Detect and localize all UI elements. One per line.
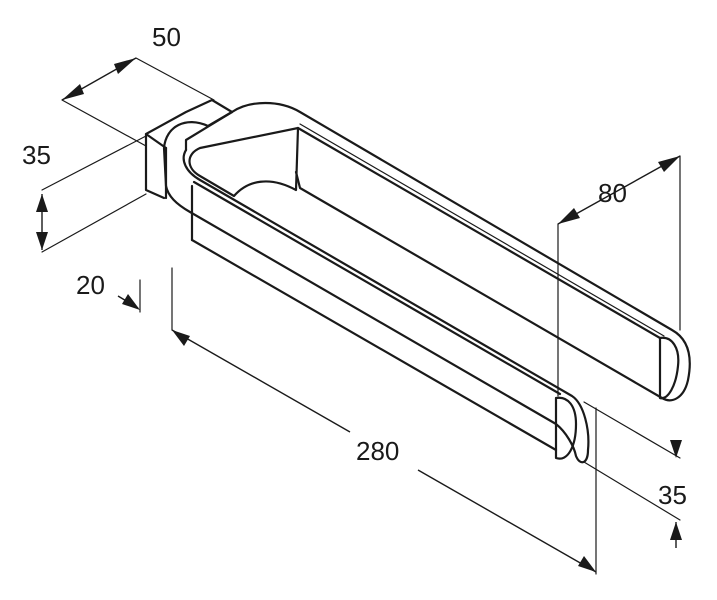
wall-mount-block bbox=[144, 98, 234, 200]
front-arm-lower-edge bbox=[190, 238, 558, 452]
dimension-height-left: 35 bbox=[22, 135, 147, 253]
dim-label-20: 20 bbox=[76, 270, 105, 300]
inner-u-opening bbox=[188, 126, 300, 198]
arrowhead-50-right bbox=[114, 58, 136, 74]
dim-label-50: 50 bbox=[152, 22, 181, 52]
back-arm-top-ridge bbox=[299, 123, 665, 337]
dim-label-80: 80 bbox=[598, 178, 627, 208]
dim-label-35-left: 35 bbox=[22, 140, 51, 170]
front-arm-end-cap bbox=[554, 396, 578, 460]
dimension-arm-spacing: 80 bbox=[557, 155, 681, 397]
back-arm-end-cap bbox=[658, 336, 680, 400]
arrowhead-280-left bbox=[172, 330, 190, 346]
dimension-height-right: 35 bbox=[583, 401, 687, 548]
towel-holder-object bbox=[144, 98, 691, 464]
dimension-width-top: 50 bbox=[61, 22, 215, 147]
back-arm-outline bbox=[230, 102, 691, 402]
arrowhead-280-right bbox=[578, 556, 596, 572]
arrowhead-35-bottom bbox=[36, 232, 48, 250]
arrowhead-35-right-bottom bbox=[670, 522, 682, 540]
front-arm-top-edge bbox=[192, 180, 562, 396]
arrowhead-80-right bbox=[658, 156, 680, 172]
arrowhead-35-right-top bbox=[670, 440, 682, 458]
arrowhead-35-top bbox=[36, 194, 48, 212]
dim-label-35-right: 35 bbox=[658, 480, 687, 510]
arrowhead-80-left bbox=[558, 208, 580, 224]
back-arm-inner-top bbox=[296, 126, 662, 340]
dimension-depth-left: 20 bbox=[76, 270, 141, 313]
arrowhead-50-left bbox=[62, 84, 84, 100]
dimension-length: 280 bbox=[171, 267, 597, 575]
dim-label-280: 280 bbox=[356, 436, 399, 466]
arrowhead-20 bbox=[122, 294, 140, 310]
